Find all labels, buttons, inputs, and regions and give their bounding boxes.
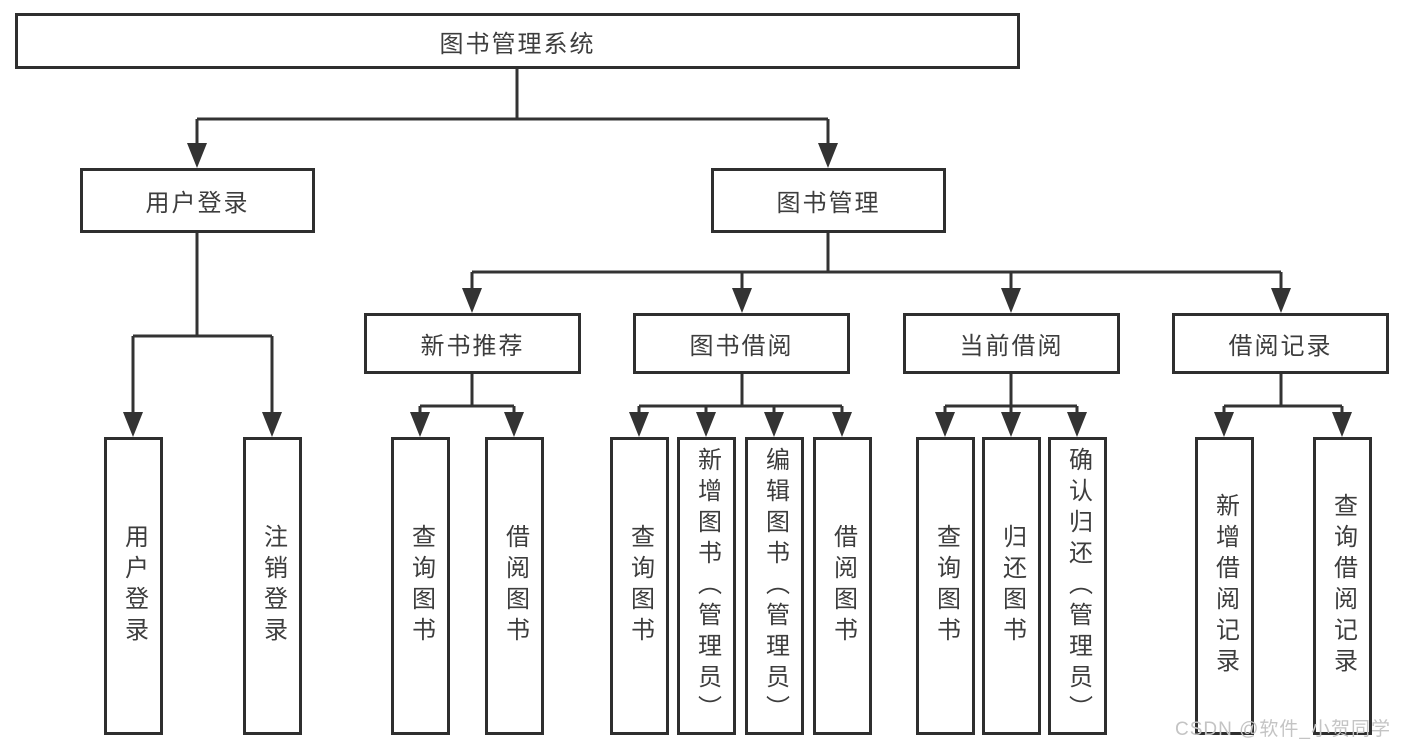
node-user-login: 用户登录 xyxy=(80,168,315,233)
node-root: 图书管理系统 xyxy=(15,13,1020,69)
leaf-query-borrow-record: 查询借阅记录 xyxy=(1313,437,1372,735)
leaf-query-books-rec: 查询图书 xyxy=(391,437,450,735)
leaf-borrow-books-rec: 借阅图书 xyxy=(485,437,544,735)
node-current-borrow: 当前借阅 xyxy=(903,313,1120,374)
leaf-borrow-books-rec-label: 借阅图书 xyxy=(501,524,529,648)
leaf-add-borrow-record-label: 新增借阅记录 xyxy=(1211,493,1239,679)
leaf-query-books-current: 查询图书 xyxy=(916,437,975,735)
leaf-query-books-borrow: 查询图书 xyxy=(610,437,669,735)
leaf-user-login: 用户登录 xyxy=(104,437,163,735)
leaf-return-books-label: 归还图书 xyxy=(998,524,1026,648)
leaf-edit-books-admin-label: 编辑图书（管理员） xyxy=(761,446,789,726)
csdn-watermark: CSDN @软件_小贺同学 xyxy=(1175,719,1391,740)
leaf-confirm-return-admin-label: 确认归还（管理员） xyxy=(1064,446,1092,726)
leaf-user-login-label: 用户登录 xyxy=(120,524,148,648)
leaf-logout-label: 注销登录 xyxy=(259,524,287,648)
leaf-borrow-books-borrow-label: 借阅图书 xyxy=(829,524,857,648)
node-book-management: 图书管理 xyxy=(711,168,946,233)
leaf-logout: 注销登录 xyxy=(243,437,302,735)
node-borrow-records: 借阅记录 xyxy=(1172,313,1389,374)
leaf-add-books-admin-label: 新增图书（管理员） xyxy=(693,446,721,726)
node-book-borrow: 图书借阅 xyxy=(633,313,850,374)
leaf-confirm-return-admin: 确认归还（管理员） xyxy=(1048,437,1107,735)
leaf-return-books: 归还图书 xyxy=(982,437,1041,735)
leaf-query-books-borrow-label: 查询图书 xyxy=(626,524,654,648)
leaf-add-borrow-record: 新增借阅记录 xyxy=(1195,437,1254,735)
leaf-query-books-current-label: 查询图书 xyxy=(932,524,960,648)
node-new-book-recommend: 新书推荐 xyxy=(364,313,581,374)
leaf-add-books-admin: 新增图书（管理员） xyxy=(677,437,736,735)
leaf-borrow-books-borrow: 借阅图书 xyxy=(813,437,872,735)
leaf-edit-books-admin: 编辑图书（管理员） xyxy=(745,437,804,735)
leaf-query-borrow-record-label: 查询借阅记录 xyxy=(1329,493,1357,679)
leaf-query-books-rec-label: 查询图书 xyxy=(407,524,435,648)
